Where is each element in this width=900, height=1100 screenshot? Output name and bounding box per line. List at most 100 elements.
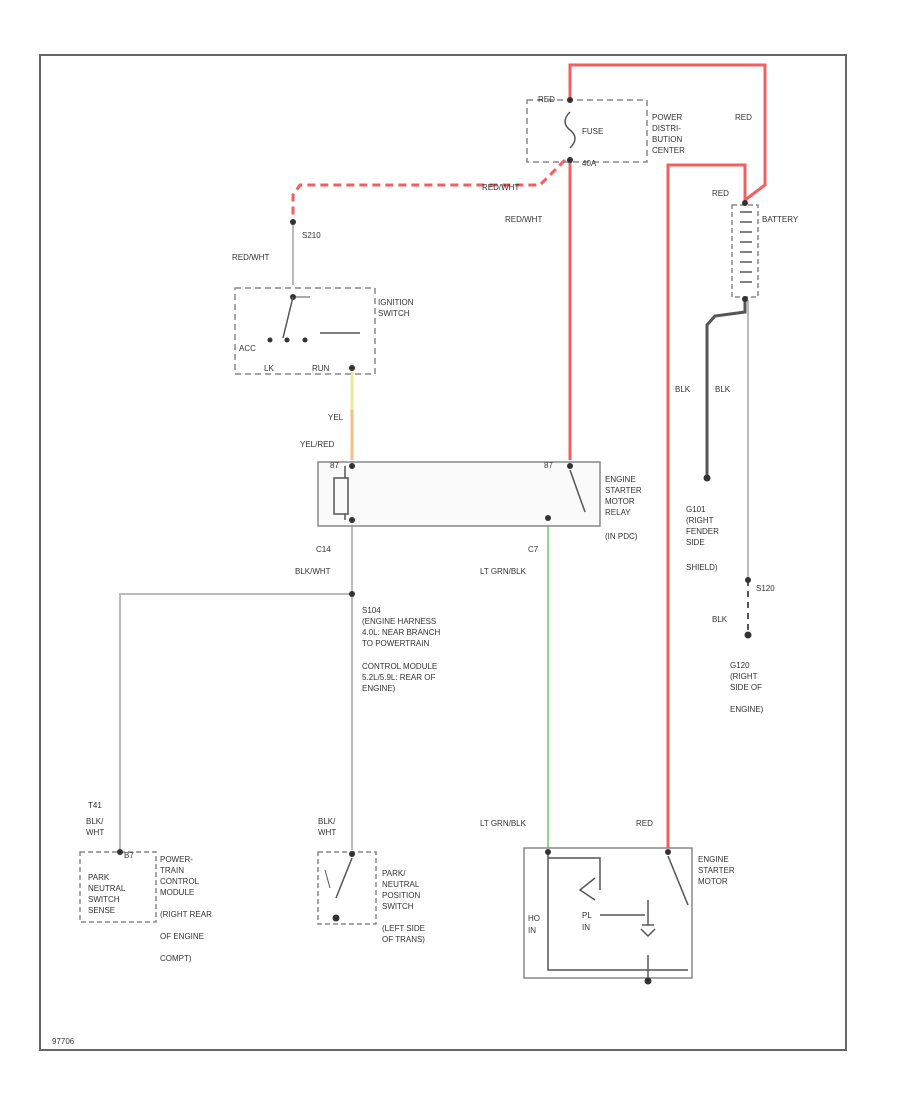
pdc-name-3: BUTION	[652, 135, 682, 144]
starter-wire-left: LT GRN/BLK	[480, 819, 527, 828]
pcm-pin: B7	[124, 851, 134, 860]
park-neutral-switch[interactable]: BLK/ WHT PARK/ NEUTRAL POSITION SWITCH (…	[317, 817, 425, 944]
diagram-frame	[39, 54, 847, 1051]
pcm-name-5: (RIGHT REAR	[160, 910, 212, 919]
relay-name-1: ENGINE	[605, 475, 636, 484]
starter-pull-in-1: PL	[582, 911, 592, 920]
starter-name-3: MOTOR	[698, 877, 728, 886]
wire-redwht-fuse-ignition	[291, 158, 567, 222]
pcm-wire-1: BLK/	[86, 817, 104, 826]
fuse-label: FUSE	[582, 127, 603, 136]
pcm-switch-4: SENSE	[88, 906, 115, 915]
wire-blk-g101	[705, 300, 747, 478]
g101-name-4: SIDE	[686, 538, 705, 547]
pdc-name-2: DISTRI-	[652, 124, 681, 133]
pns-name-3: POSITION	[382, 891, 420, 900]
ignition-name-2: SWITCH	[378, 309, 410, 318]
pcm-wire-2: WHT	[86, 828, 104, 837]
powertrain-control-module[interactable]: T41 BLK/ WHT B7 PARK NEUTRAL SWITCH SENS…	[79, 801, 212, 963]
ignition-switch[interactable]: RED/WHT IGNITION SWITCH ACC LK RUN YEL Y…	[232, 253, 414, 449]
pns-name-4: SWITCH	[382, 902, 414, 911]
splice-s210	[290, 219, 296, 225]
footer-code: 97706	[52, 1037, 75, 1046]
pns-name-1: PARK/	[382, 869, 406, 878]
pcm-name-6: OF ENGINE	[160, 932, 204, 941]
pns-name-6: OF TRANS)	[382, 935, 425, 944]
g101-name-3: FENDER	[686, 527, 719, 536]
relay-name-4: RELAY	[605, 508, 631, 517]
pcm-switch-1: PARK	[88, 873, 110, 882]
ignition-wire-out-2: YEL/RED	[300, 440, 334, 449]
ignition-pos-lk: LK	[264, 364, 274, 373]
pcm-conn: T41	[88, 801, 102, 810]
relay-pin-right: 87	[544, 461, 553, 470]
relay-name-2: STARTER	[605, 486, 642, 495]
relay-wire-left: BLK/WHT	[295, 567, 331, 576]
splice-s210-label: S210	[302, 231, 321, 240]
g120-splice: S120	[756, 584, 775, 593]
pcm-name-3: CONTROL	[160, 877, 200, 886]
ignition-wire-in-label: RED/WHT	[232, 253, 269, 262]
g120-name-4: ENGINE)	[730, 705, 764, 714]
ignition-wire-out-1: YEL	[328, 413, 344, 422]
battery-wire-top-label: RED	[712, 189, 729, 198]
ground-g120: S120 BLK G120 (RIGHT SIDE OF ENGINE)	[712, 577, 775, 714]
splice-s104: S104 (ENGINE HARNESS 4.0L: NEAR BRANCH T…	[349, 591, 440, 693]
pcm-name-7: COMPT)	[160, 954, 192, 963]
wire-blkwht-pcm	[119, 593, 352, 850]
fuse-wire-out-label: RED/WHT	[482, 183, 519, 192]
fuse-rating: 40A	[582, 159, 597, 168]
s104-name-1: S104	[362, 606, 381, 615]
battery-label: BATTERY	[762, 215, 799, 224]
starter-wire-right: RED	[636, 819, 653, 828]
relay-name-5: (IN PDC)	[605, 532, 638, 541]
s104-name-3: 4.0L: NEAR BRANCH	[362, 628, 440, 637]
power-distribution-center: RED FUSE 40A POWER DISTRI- BUTION CENTER…	[482, 95, 752, 224]
ground-g101: BLK BLK G101 (RIGHT FENDER SIDE SHIELD)	[675, 385, 731, 572]
starter-hold-in-1: HO	[528, 914, 540, 923]
pdc-name-1: POWER	[652, 113, 682, 122]
g101-name-1: G101	[686, 505, 706, 514]
ignition-pos-run: RUN	[312, 364, 330, 373]
starter-pull-in-2: IN	[582, 923, 590, 932]
starter-motor[interactable]: LT GRN/BLK RED ENGINE STARTER MOTOR HO I…	[480, 819, 735, 985]
relay-wire-right: LT GRN/BLK	[480, 567, 527, 576]
pns-name-5: (LEFT SIDE	[382, 924, 425, 933]
battery-feed-wire-label: RED	[735, 113, 752, 122]
g101-wire-2: BLK	[715, 385, 731, 394]
s104-name-7: ENGINE)	[362, 684, 396, 693]
g120-wire: BLK	[712, 615, 728, 624]
g120-name-3: SIDE OF	[730, 683, 762, 692]
relay-conn-right: C7	[528, 545, 539, 554]
fuse-wire-top-label: RED	[538, 95, 555, 104]
pcm-switch-3: SWITCH	[88, 895, 120, 904]
s104-name-5: CONTROL MODULE	[362, 662, 437, 671]
starter-relay[interactable]: 87 87 ENGINE STARTER MOTOR RELAY (IN PDC…	[295, 461, 642, 576]
ignition-name-1: IGNITION	[378, 298, 414, 307]
battery: RED BATTERY	[712, 189, 799, 302]
relay-feed-wire-label: RED/WHT	[505, 215, 542, 224]
g120-name-1: G120	[730, 661, 750, 670]
pcm-name-2: TRAIN	[160, 866, 184, 875]
g101-wire-1: BLK	[675, 385, 691, 394]
g101-name-5: SHIELD)	[686, 563, 718, 572]
pcm-name-4: MODULE	[160, 888, 194, 897]
starter-name-1: ENGINE	[698, 855, 729, 864]
wire-red-battery-fuse	[568, 63, 767, 202]
pdc-name-4: CENTER	[652, 146, 685, 155]
g101-name-2: (RIGHT	[686, 516, 714, 525]
pns-wire-1: BLK/	[318, 817, 336, 826]
pns-wire-2: WHT	[318, 828, 336, 837]
pns-name-2: NEUTRAL	[382, 880, 420, 889]
pcm-switch-2: NEUTRAL	[88, 884, 126, 893]
relay-pin-left: 87	[330, 461, 339, 470]
s104-name-2: (ENGINE HARNESS	[362, 617, 436, 626]
g120-name-2: (RIGHT	[730, 672, 758, 681]
s104-name-4: TO POWERTRAIN	[362, 639, 429, 648]
relay-name-3: MOTOR	[605, 497, 635, 506]
s104-name-6: 5.2L/5.9L: REAR OF	[362, 673, 435, 682]
pcm-name-1: POWER-	[160, 855, 193, 864]
relay-conn-left: C14	[316, 545, 331, 554]
ignition-pos-acc: ACC	[239, 344, 256, 353]
